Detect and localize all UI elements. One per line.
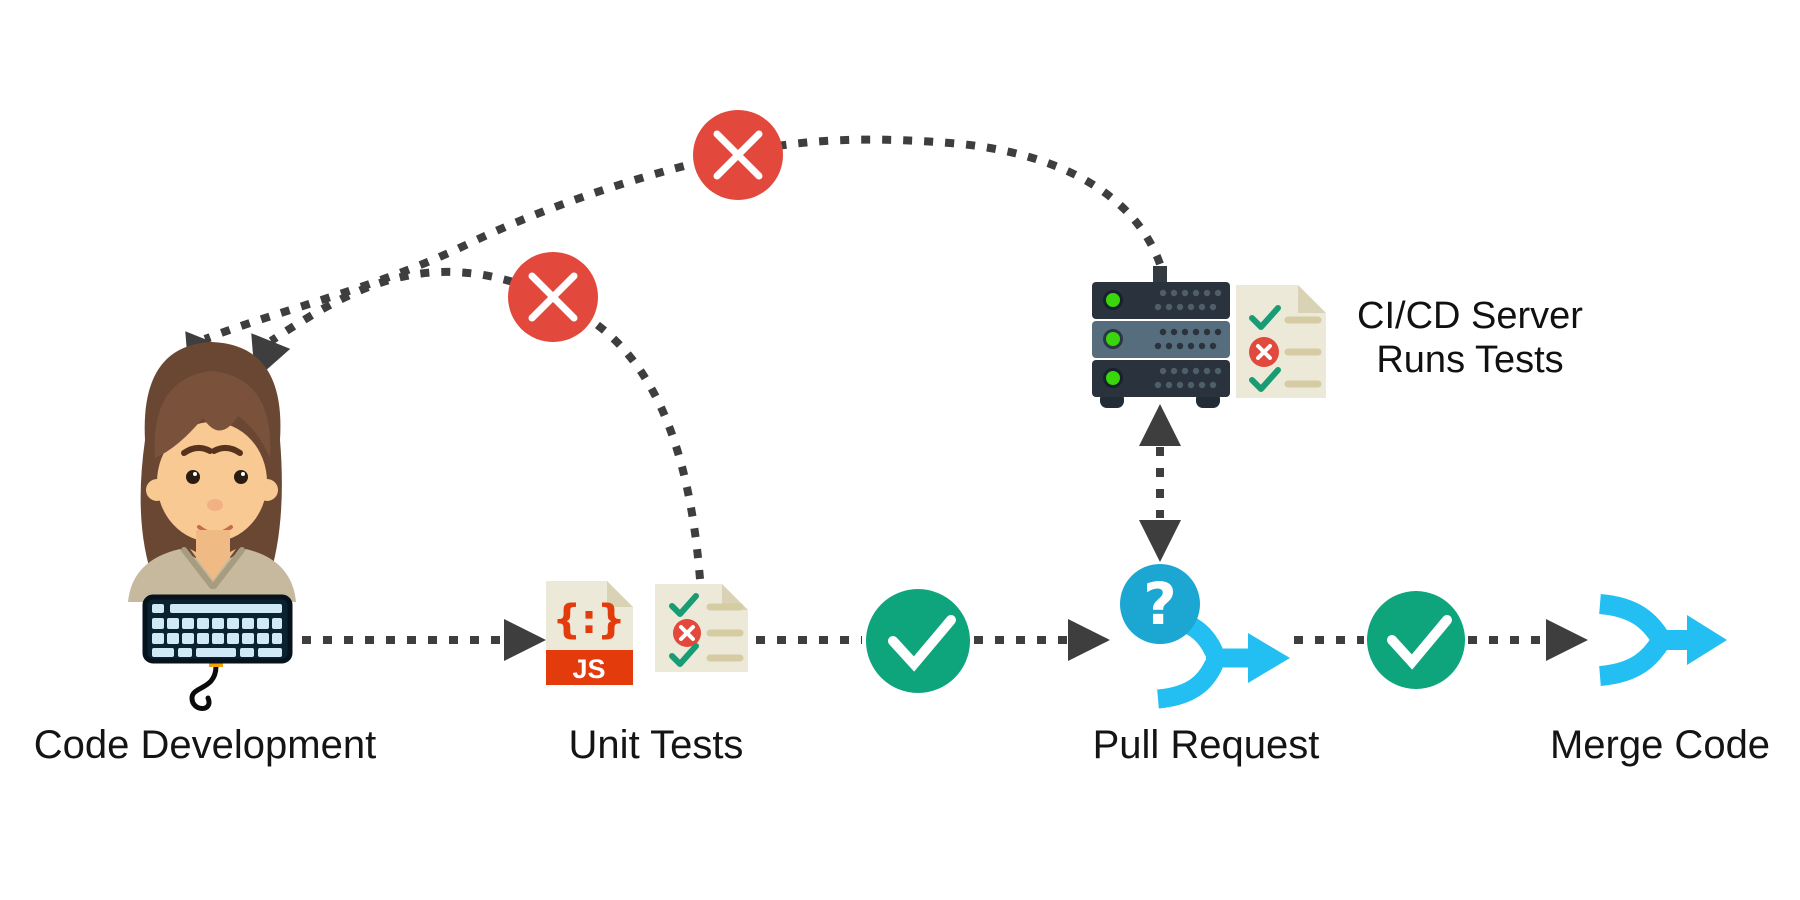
report-fold (1298, 285, 1326, 313)
label-pull-request: Pull Request (1093, 723, 1320, 767)
server-test-report-icon (1236, 285, 1326, 398)
collar-edge-right (211, 547, 245, 589)
question-circle (1120, 564, 1200, 644)
unit-test-report-icon (655, 584, 748, 672)
label-merge-code: Merge Code (1550, 723, 1770, 767)
eyebrow-left (181, 445, 213, 456)
arrowhead-up-icon (1139, 404, 1181, 446)
x-glyph (713, 130, 763, 180)
merge-arrowhead (1248, 633, 1290, 683)
collar-edge-left (181, 547, 215, 589)
check-icon (669, 643, 699, 667)
arrow-pass-to-pullrequest (974, 619, 1110, 661)
keyboard-cable (189, 663, 219, 711)
arrowhead-down-icon (1139, 520, 1181, 562)
eyebrow-right (211, 445, 243, 456)
question-mark: ? (1143, 570, 1177, 638)
developer-avatar (128, 342, 296, 602)
server-caption-line2: Runs Tests (1376, 339, 1563, 381)
eye-glint-right (241, 472, 245, 476)
check-glyph (888, 615, 956, 672)
keyboard-icon (142, 594, 293, 711)
check-icon (1249, 367, 1281, 392)
check-icon (1249, 305, 1281, 330)
arrow-code-to-unittests (302, 619, 546, 661)
js-file-band (546, 650, 633, 685)
server-led-icon (1103, 368, 1123, 388)
nose (207, 499, 223, 511)
pass-check-badge-1 (866, 589, 970, 693)
server-vent-dots (1154, 367, 1222, 389)
pass-check-badge-2 (1367, 591, 1465, 689)
merge-code-icon (1598, 594, 1727, 686)
label-code-development: Code Development (34, 723, 376, 767)
x-glyph (1256, 344, 1272, 360)
pull-request-icon: ? (1120, 564, 1290, 709)
check-icon (669, 593, 699, 617)
arrowhead-icon (1068, 619, 1110, 661)
check-glyph (1387, 615, 1452, 670)
x-glyph (528, 272, 578, 322)
js-file-fold (607, 581, 633, 607)
arrow-pass-to-merge (1468, 619, 1588, 661)
fail-loop-unittests-to-developer (251, 267, 704, 580)
eye-right (234, 470, 248, 484)
x-glyph (679, 625, 695, 641)
arrowhead-icon (504, 619, 546, 661)
label-unit-tests: Unit Tests (569, 723, 744, 767)
js-file-symbol: {:} (553, 597, 626, 643)
keyboard-keys (152, 604, 282, 657)
server-antenna (1153, 266, 1167, 284)
flow-connectors (185, 135, 1588, 661)
fail-x-badge-top (693, 110, 783, 200)
js-file-icon: {:} JS (546, 581, 633, 685)
server-vent-dots (1154, 289, 1222, 311)
branch-merge-arrow (1598, 594, 1692, 686)
server-caption-line1: CI/CD Server (1357, 295, 1583, 337)
server-led-icon (1103, 290, 1123, 310)
hair-bangs (154, 371, 271, 458)
js-file-badge: JS (572, 654, 605, 684)
merge-arrowhead (1687, 615, 1727, 665)
collar (190, 549, 236, 580)
fail-loop-server-to-developer (185, 135, 1164, 378)
arrowhead-icon (1546, 619, 1588, 661)
server-vent-dots (1154, 328, 1222, 350)
eye-left (186, 470, 200, 484)
server-icon (1092, 266, 1230, 408)
fail-x-badge-mid (508, 252, 598, 342)
arrow-pullrequest-server-bidirectional (1139, 404, 1181, 562)
report-paper (1236, 285, 1326, 398)
eye-glint-left (193, 472, 197, 476)
server-led-icon (1103, 329, 1123, 349)
